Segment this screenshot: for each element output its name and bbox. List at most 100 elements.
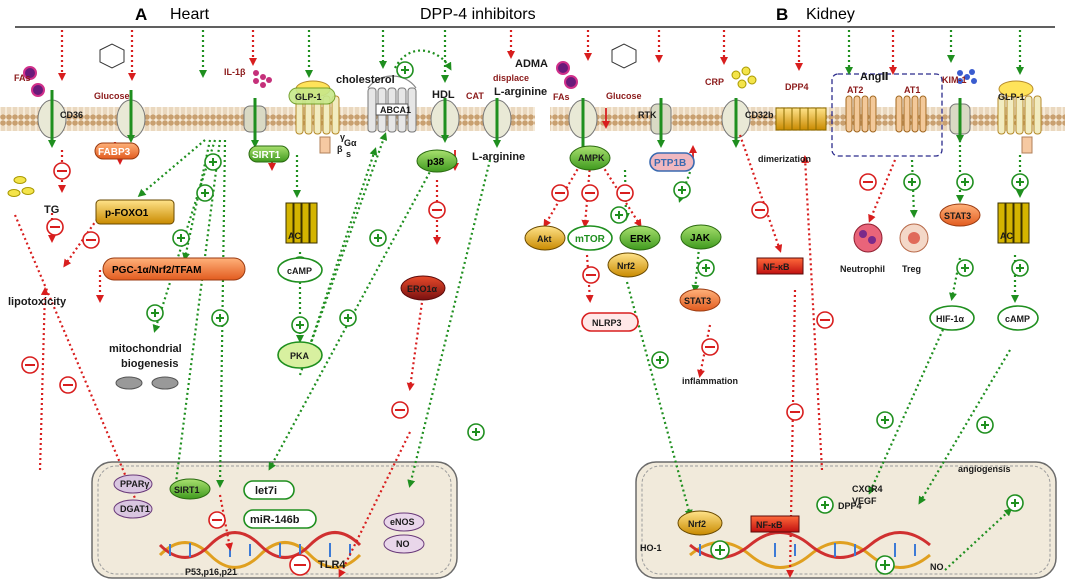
fas-molecules-icon [23,61,578,97]
vegf-label: VEGF [852,496,877,506]
dgat1-node: DGAT1 [120,504,150,514]
nucleus-nrf2-node: Nrf2 [688,519,706,529]
adma-label: ADMA [515,58,548,70]
cat-label: CAT [466,91,484,101]
displace-label: displace [493,73,529,83]
abca1-transporter [367,75,417,133]
neutrophil-icon [853,223,883,253]
il1b-label: IL-1β [224,67,246,77]
ero1a-node: ERO1α [407,284,438,294]
mtor-node: mTOR [575,234,606,245]
mitochondrial-label: mitochondrial [109,343,182,355]
ho1-label: HO-1 [640,543,662,553]
pgc-node: PGC-1α/Nrf2/TFAM [112,265,202,276]
treg-label: Treg [902,264,921,274]
hif-node: HIF-1α [936,314,965,324]
heart-beta-label: β [337,144,343,154]
nlrp3-node: NLRP3 [592,318,622,328]
mitochondria-icon [115,376,179,390]
at2-label: AT2 [847,85,863,95]
heart-no-node: NO [396,539,410,549]
angiogensis-label: angiogensis [958,464,1011,474]
fabp3-node: FABP3 [98,147,131,158]
biogenesis-label: biogenesis [121,358,178,370]
heart-gamma-label: γ [340,132,345,142]
kidney-glp1-label: GLP-1 [998,92,1025,102]
lipotoxicity-label: lipotoxicity [8,296,67,308]
angII-receptor-box [831,73,943,157]
kidney-ac-label: AC [1000,231,1013,241]
dpp4-enzyme [775,107,827,131]
kidney-nrf2-node: Nrf2 [617,261,635,271]
heart-nucleus-sirt1-node: SIRT1 [174,485,200,495]
heart-ac-label: AC [288,231,301,241]
kidney-glucose-label: Glucose [606,91,642,101]
panel-a-letter: A [135,5,147,24]
neutrophil-label: Neutrophil [840,264,885,274]
heart-dna-helix [158,531,362,569]
inhibition-arrows [13,30,897,578]
ppar-node: PPARγ [120,479,149,489]
jak-node: JAK [690,233,711,244]
panel-b-label: Kidney [806,6,855,23]
kim1-label: KIM-1 [942,75,967,85]
page-title: DPP-4 inhibitors [420,6,536,23]
heart-s-label: s [346,149,351,159]
heart-camp-node: cAMP [287,266,312,276]
heart-glucose-label: Glucose [94,91,130,101]
p38-node: p38 [427,157,445,168]
treg-cell-icon [899,223,929,253]
at2-receptor [845,95,877,133]
tg-label: TG [44,204,59,216]
panel-a-label: Heart [170,6,210,23]
l-arginine-label: L-arginine [472,151,525,163]
kidney-fas-label: FAs [553,92,570,102]
tg-droplets-icon [7,176,35,197]
at1-receptor [895,95,927,133]
dpp4-label: DPP4 [785,82,809,92]
kidney-glp1-receptor [997,80,1042,154]
heart-galpha-label: Gα [344,138,357,148]
p-foxo1-node: p-FOXO1 [105,208,149,219]
crp-molecules-icon [731,66,757,89]
mir146b-node: miR-146b [250,514,300,526]
kim1-molecules-icon [957,69,977,84]
nucleus-nfkb-node: NF-κB [756,520,783,530]
ptp1b-node: PTP1B [654,158,686,169]
panel-b-letter: B [776,5,788,24]
kidney-camp-node: cAMP [1005,314,1030,324]
heart-adenylyl-cyclase [285,202,318,244]
heart-glp1-label: GLP-1 [295,92,322,102]
crp-label: CRP [705,77,724,87]
at1-label: AT1 [904,85,920,95]
l-arginine-top-label: L-arginine [494,86,547,98]
hdl-label: HDL [432,89,455,101]
p53-label: P53,p16,p21 [185,567,237,577]
kidney-nfkb-node: NF-κB [763,262,790,272]
abca1-label: ABCA1 [380,105,411,115]
nucleus-dpp4-label: DPP4 [838,501,862,511]
cd36-label: CD36 [60,110,83,120]
erk-node: ERK [630,234,652,245]
kim1-stat3-node: STAT3 [944,211,971,221]
sirt1-node: SIRT1 [252,150,281,161]
il1b-molecules-icon [253,70,272,88]
dimerization-label: dimerization [758,154,811,164]
glucose-molecule-icon [99,43,637,69]
kidney-adenylyl-cyclase [997,202,1030,244]
rtk-label: RTK [638,110,657,120]
enos-node: eNOS [390,517,415,527]
cd32b-label: CD32b [745,110,774,120]
let7i-node: let7i [255,485,277,497]
pka-node: PKA [290,351,310,361]
cxcr4-label: CXCR4 [852,484,883,494]
ang2-label: AngⅡ [860,71,889,83]
node-shapes [94,87,1039,554]
cholesterol-label: cholesterol [336,74,395,86]
heart-fas-label: FAs [14,73,31,83]
inflammation-label: inflammation [682,376,738,386]
ampk-node: AMPK [578,153,605,163]
kidney-no-label: NO [930,562,944,572]
